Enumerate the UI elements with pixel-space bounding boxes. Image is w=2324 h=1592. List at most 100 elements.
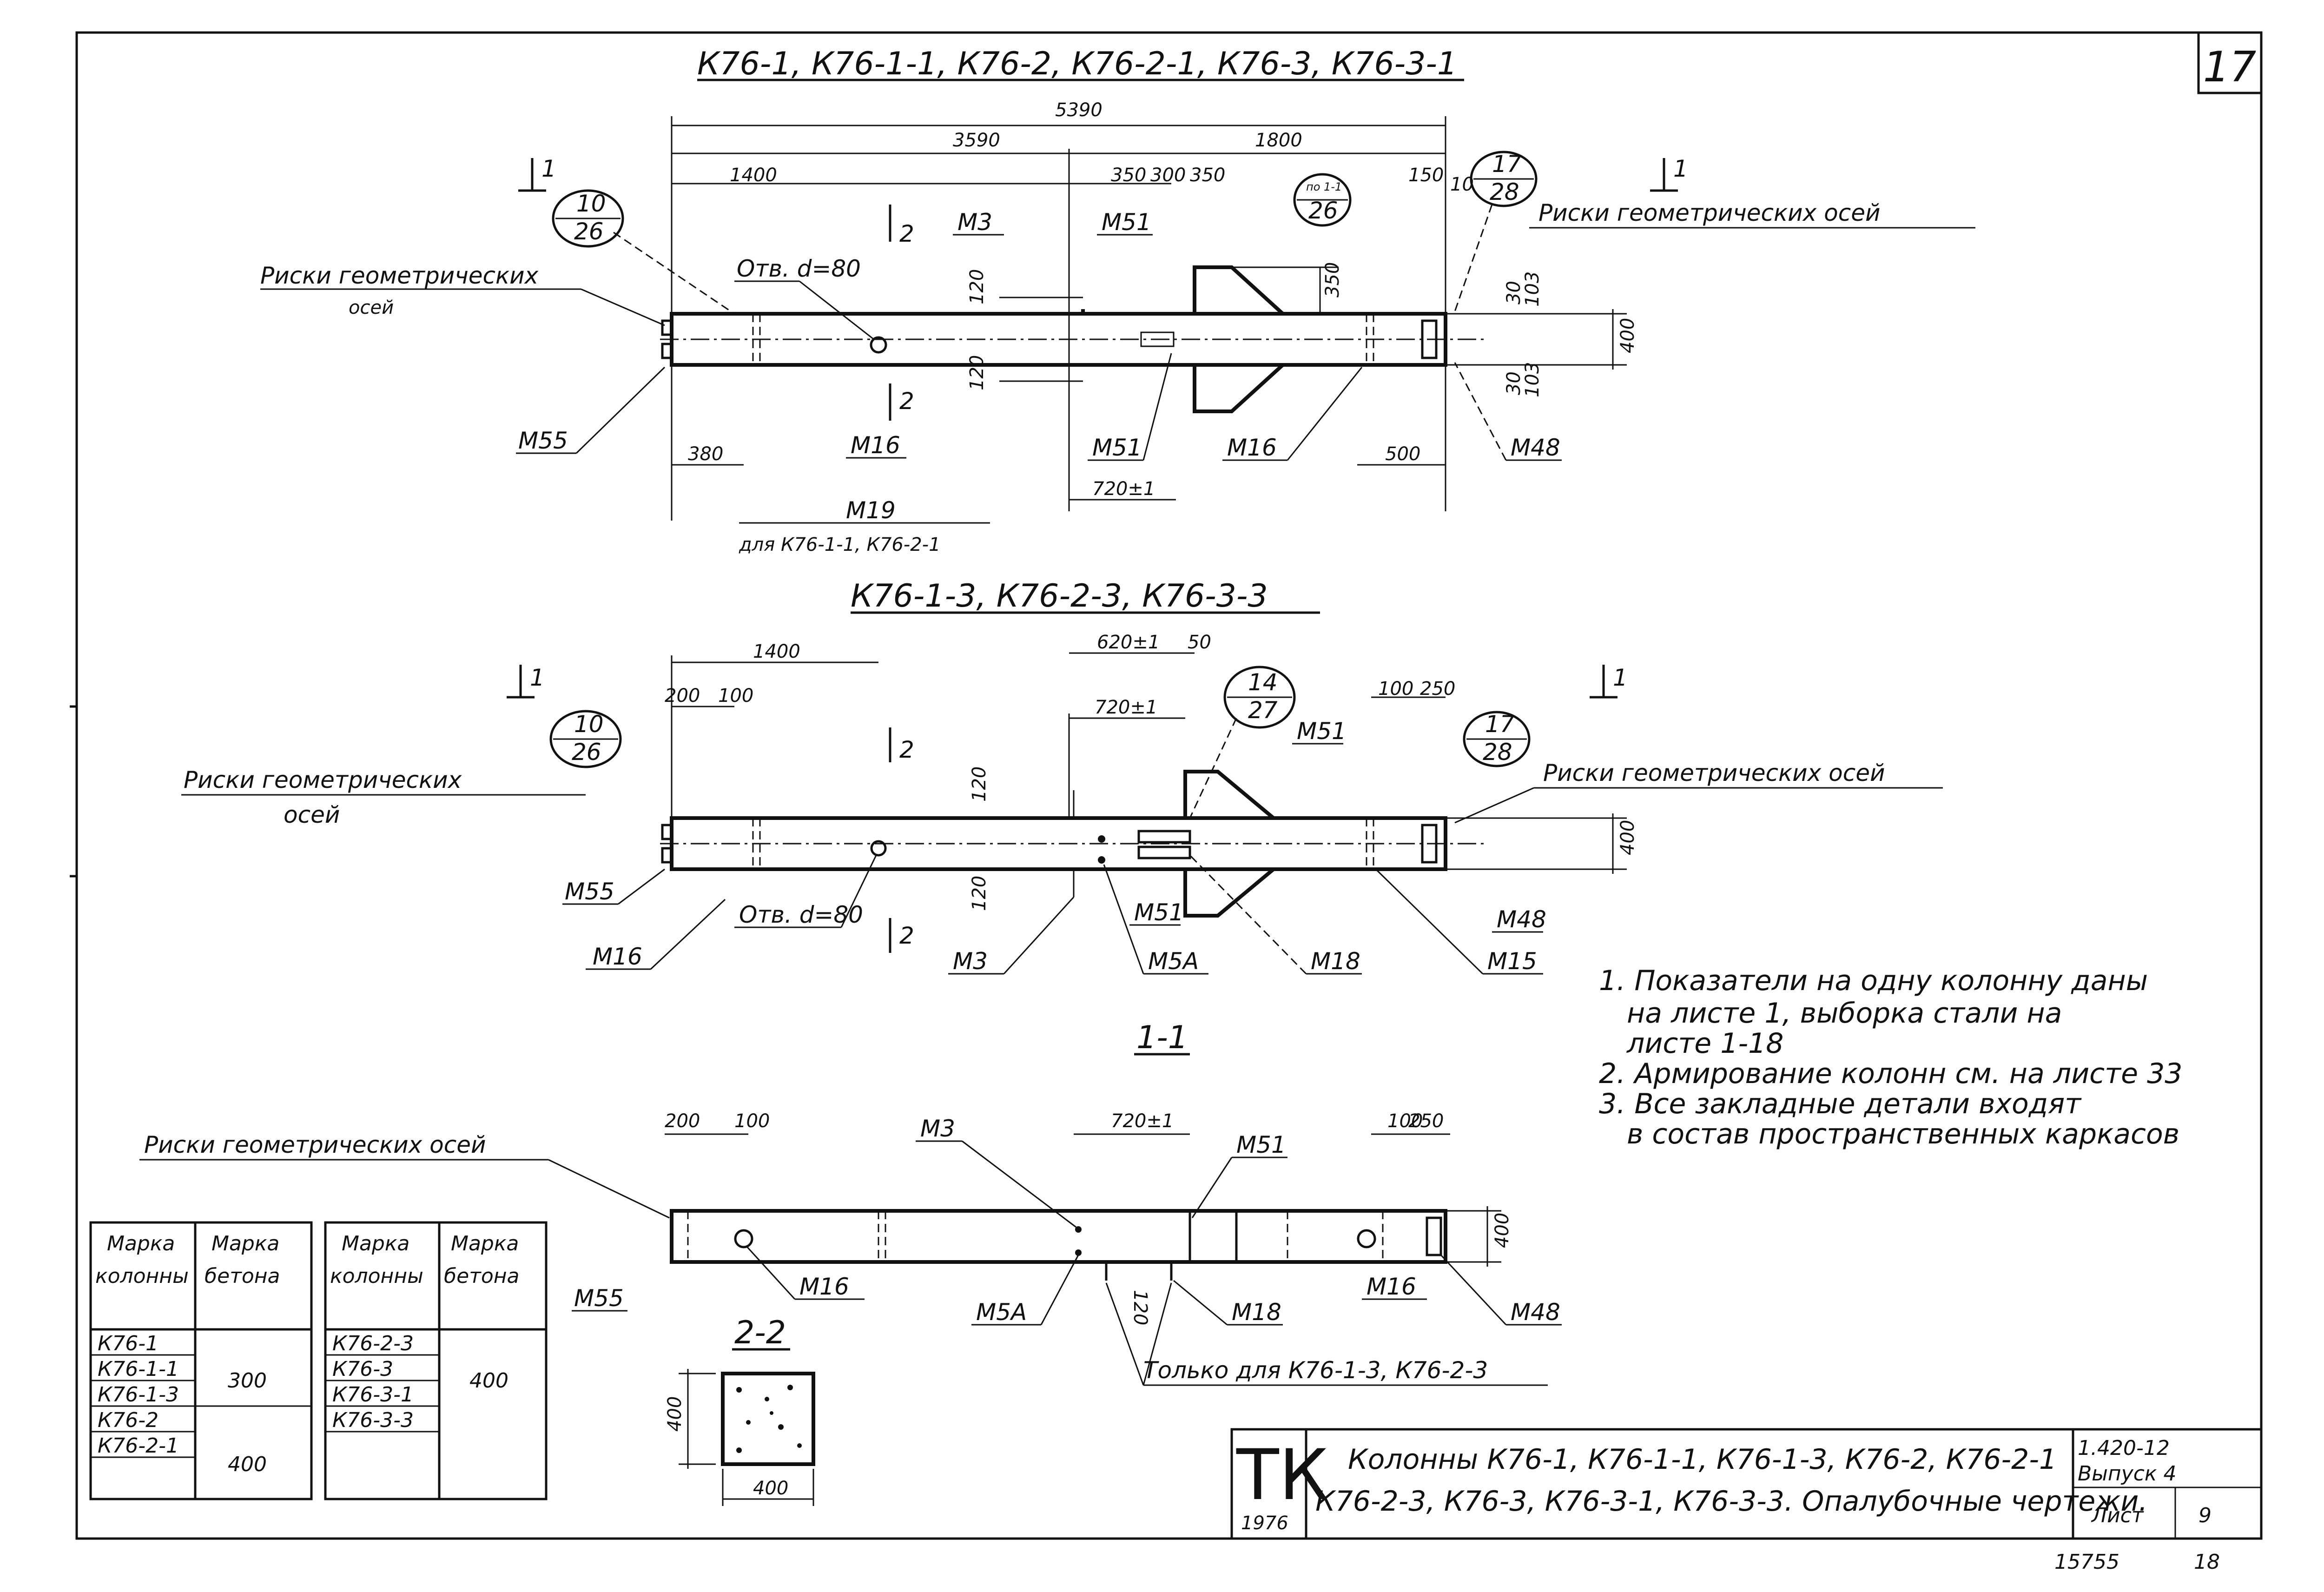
view-1-hole (870, 336, 887, 354)
label2-risk-left-2: осей (284, 801, 340, 828)
s11-label-m51: М51 (1236, 1131, 1286, 1158)
view-2-dot-1 (1098, 835, 1105, 843)
section-1-right: 1 (1673, 155, 1688, 182)
dim-350a: 350 (1111, 165, 1146, 186)
section-2-top: 2 (899, 220, 914, 247)
tr-h2b: бетона (444, 1264, 520, 1288)
s11-dot-1 (1075, 1226, 1082, 1233)
tb-title-2: К76-2-3, К76-3, К76-3-1, К76-3-3. Опалуб… (1315, 1485, 2147, 1518)
note-2: 2. Армирование колонн см. на листе 33 (1599, 1057, 2182, 1090)
dim-350c: 350 (1322, 262, 1343, 297)
s11-dot-2 (1075, 1249, 1082, 1256)
note-1-line-2: на листе 1, выборка стали на (1627, 997, 2062, 1030)
view-2-slot-1 (1137, 830, 1191, 844)
tb-sheet-value: 9 (2199, 1504, 2212, 1527)
dim2-400: 400 (1617, 820, 1638, 855)
view-1-upper-bracket (1193, 265, 1284, 315)
label2-risk-right: Риски геометрических осей (1543, 760, 1885, 786)
notes: 1. Показатели на одну колонну даны на ли… (1599, 964, 2182, 1150)
tb-sheet-label: Лист (2091, 1504, 2144, 1527)
tl-r3: К76-1-3 (98, 1383, 179, 1407)
dim-120a: 120 (966, 269, 988, 304)
section-1-1: 1-1 200 100 720±1 100 250 400 120 Риски … (139, 1019, 1562, 1386)
s11-dim-250: 250 (1408, 1110, 1444, 1132)
label-m51-top: М51 (1102, 209, 1151, 236)
label-m3: М3 (957, 209, 992, 236)
s11-label-risk: Риски геометрических осей (144, 1131, 486, 1158)
note-3-line-1: 3. Все закладные детали входят (1599, 1088, 2082, 1120)
callout2-10-top: 10 (574, 711, 604, 738)
tr-h2a: Марка (451, 1232, 519, 1255)
tl-h2a: Марка (211, 1232, 279, 1255)
section-1-left: 1 (541, 155, 556, 182)
note-1-line-3: листе 1-18 (1626, 1027, 1783, 1060)
s22-dim-400-v: 400 (664, 1396, 686, 1432)
dim2-120b: 120 (969, 876, 990, 911)
label2-m5a: М5А (1148, 948, 1199, 975)
note-1-line-1: 1. Показатели на одну колонну даны (1599, 964, 2148, 997)
section-2-2: 2-2 400 400 (664, 1315, 815, 1506)
dim-350b: 350 (1190, 165, 1225, 186)
tr-h1a: Марка (342, 1232, 409, 1255)
label-m16-right: М16 (1227, 434, 1277, 461)
label2-m55: М55 (565, 878, 614, 905)
s22-dim-400-h: 400 (753, 1478, 788, 1499)
tb-series: 1.420-12 (2078, 1436, 2170, 1460)
view-2-dot-2 (1098, 856, 1105, 864)
callout-17-top: 17 (1492, 151, 1522, 178)
tl-r4: К76-2 (98, 1408, 158, 1432)
dim-103b: 103 (1522, 362, 1543, 397)
view-1-slot (1140, 331, 1175, 347)
s11-hole-left (734, 1229, 753, 1248)
tl-h1a: Марка (107, 1232, 175, 1255)
dim-3590: 3590 (953, 130, 1000, 151)
label-otv: Отв. d=80 (737, 255, 861, 282)
dim-380: 380 (688, 443, 723, 465)
dim-10: 10 (1450, 174, 1474, 195)
s11-dim-100a: 100 (734, 1110, 770, 1132)
s11-hole-right (1357, 1229, 1376, 1248)
view-2-lower-bracket (1183, 867, 1275, 918)
section-1-1-title: 1-1 (1136, 1019, 1188, 1056)
note-3-line-2: в состав пространственных каркасов (1627, 1118, 2179, 1150)
tl-h2b: бетона (205, 1264, 280, 1288)
dim-500: 500 (1385, 443, 1420, 465)
label2-m51-bottom: М51 (1134, 899, 1184, 926)
callout2-17-bottom: 28 (1483, 739, 1512, 766)
table-left: Марка колонны Марка бетона К76-1 К76-1-1… (89, 1221, 313, 1500)
sheet-number-box (2197, 31, 2263, 94)
dim2-120a: 120 (969, 766, 990, 802)
section-2-2-square (721, 1372, 815, 1466)
section-1-1-body (670, 1209, 1447, 1264)
callout-small-bottom: 26 (1308, 197, 1338, 224)
dim-1400: 1400 (730, 165, 777, 186)
view-2-hole (870, 840, 887, 857)
s11-label-only-for: Только для К76-1-3, К76-2-3 (1143, 1357, 1488, 1384)
tb-title-1: Колонны К76-1, К76-1-1, К76-1-3, К76-2, … (1348, 1443, 2057, 1476)
s11-label-m55: М55 (574, 1285, 624, 1312)
dim-total-length: 5390 (1055, 99, 1103, 121)
dim-300: 300 (1150, 165, 1186, 186)
label2-otv: Отв. d=80 (739, 901, 863, 928)
s11-label-m5a: М5А (976, 1299, 1027, 1326)
tl-g2: 400 (228, 1453, 267, 1476)
dim2-620: 620±1 (1097, 632, 1160, 653)
sheet-number: 17 (2203, 43, 2257, 92)
tl-g1: 300 (228, 1369, 267, 1393)
label-m48: М48 (1511, 434, 1560, 461)
label-m19-note: для К76-1-1, К76-2-1 (739, 534, 941, 555)
callout2-10-bottom: 26 (572, 739, 601, 766)
tl-r2: К76-1-1 (98, 1357, 179, 1381)
view-2-slot-2 (1137, 846, 1191, 859)
section2-1-right: 1 (1613, 664, 1628, 691)
callout-10-top: 10 (576, 190, 606, 217)
tr-r4: К76-3-3 (332, 1408, 414, 1432)
sheet-frame (75, 31, 2263, 1540)
tb-year: 1976 (1241, 1513, 1288, 1534)
dim2-50: 50 (1188, 632, 1211, 653)
dim2-1400: 1400 (753, 641, 800, 662)
tr-h1b: колонны (330, 1264, 423, 1288)
view-1-lower-bracket (1193, 363, 1284, 413)
tl-r5: К76-2-1 (98, 1434, 179, 1458)
